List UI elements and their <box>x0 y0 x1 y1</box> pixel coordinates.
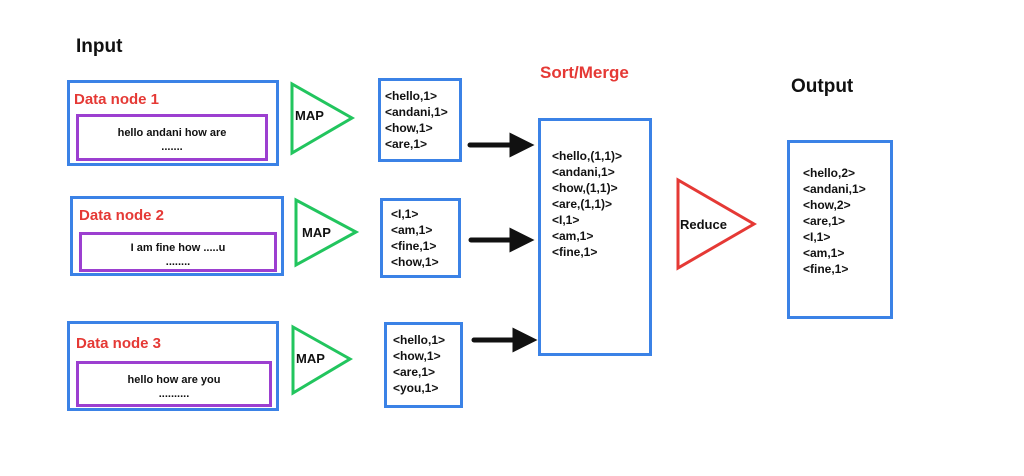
map-triangle-1 <box>290 81 356 156</box>
data-node-dots: .......... <box>158 388 190 400</box>
map-triangle-3 <box>291 324 353 396</box>
merged-pair: <fine,1> <box>552 245 598 259</box>
data-node-content: hello how are you .......... <box>76 361 272 407</box>
map-output-1: <hello,1> <andani,1> <how,1> <are,1> <box>378 78 462 162</box>
merged-pair: <are,(1,1)> <box>552 197 613 211</box>
input-heading: Input <box>76 36 123 57</box>
output-box: <hello,2> <andani,1> <how,2> <are,1> <I,… <box>787 140 893 319</box>
data-node-dots: ....... <box>161 141 183 153</box>
sort-merge-heading: Sort/Merge <box>540 63 629 82</box>
map-output-3: <hello,1> <how,1> <are,1> <you,1> <box>384 322 463 408</box>
output-pair: <am,1> <box>803 246 845 260</box>
map-label-2: MAP <box>302 225 331 240</box>
kv-pair: <andani,1> <box>385 105 448 119</box>
kv-pair: <hello,1> <box>385 89 438 103</box>
data-node-label: Data node 3 <box>76 335 162 352</box>
data-node-text: hello how are you <box>127 374 221 386</box>
merged-pair: <how,(1,1)> <box>552 181 618 195</box>
data-node-text: hello andani how are <box>117 127 227 139</box>
map-label-3: MAP <box>296 351 325 366</box>
output-heading: Output <box>791 76 854 97</box>
kv-pair: <hello,1> <box>393 333 446 347</box>
kv-pair: <you,1> <box>393 381 439 395</box>
data-node-label: Data node 1 <box>74 91 160 108</box>
output-pair: <I,1> <box>803 230 831 244</box>
kv-pair: <how,1> <box>393 349 441 363</box>
map-label-1: MAP <box>295 108 324 123</box>
kv-pair: <how,1> <box>385 121 433 135</box>
reduce-triangle <box>676 177 757 271</box>
data-node-content: I am fine how .....u ........ <box>79 232 277 272</box>
kv-pair: <are,1> <box>385 137 428 151</box>
reduce-label: Reduce <box>680 217 727 232</box>
data-node-label: Data node 2 <box>79 207 165 224</box>
output-pair: <andani,1> <box>803 182 866 196</box>
data-node-text: I am fine how .....u <box>130 242 226 254</box>
output-pair: <hello,2> <box>803 166 856 180</box>
merged-pair: <hello,(1,1)> <box>552 149 623 163</box>
sort-merge-box: <hello,(1,1)> <andani,1> <how,(1,1)> <ar… <box>538 118 652 356</box>
kv-pair: <I,1> <box>391 207 419 221</box>
merged-pair: <I,1> <box>552 213 580 227</box>
output-pair: <are,1> <box>803 214 846 228</box>
kv-pair: <how,1> <box>391 255 439 269</box>
merged-pair: <andani,1> <box>552 165 615 179</box>
data-node-2: Data node 2 I am fine how .....u .......… <box>70 196 284 276</box>
output-pair: <how,2> <box>803 198 851 212</box>
kv-pair: <are,1> <box>393 365 436 379</box>
data-node-3: Data node 3 hello how are you .......... <box>67 321 279 411</box>
merged-pair: <am,1> <box>552 229 594 243</box>
map-triangle-2 <box>294 197 360 268</box>
kv-pair: <fine,1> <box>391 239 437 253</box>
map-output-2: <I,1> <am,1> <fine,1> <how,1> <box>380 198 461 278</box>
data-node-1: Data node 1 hello andani how are ....... <box>67 80 279 166</box>
kv-pair: <am,1> <box>391 223 433 237</box>
output-pair: <fine,1> <box>803 262 849 276</box>
data-node-content: hello andani how are ....... <box>76 114 268 161</box>
data-node-dots: ........ <box>165 256 191 268</box>
